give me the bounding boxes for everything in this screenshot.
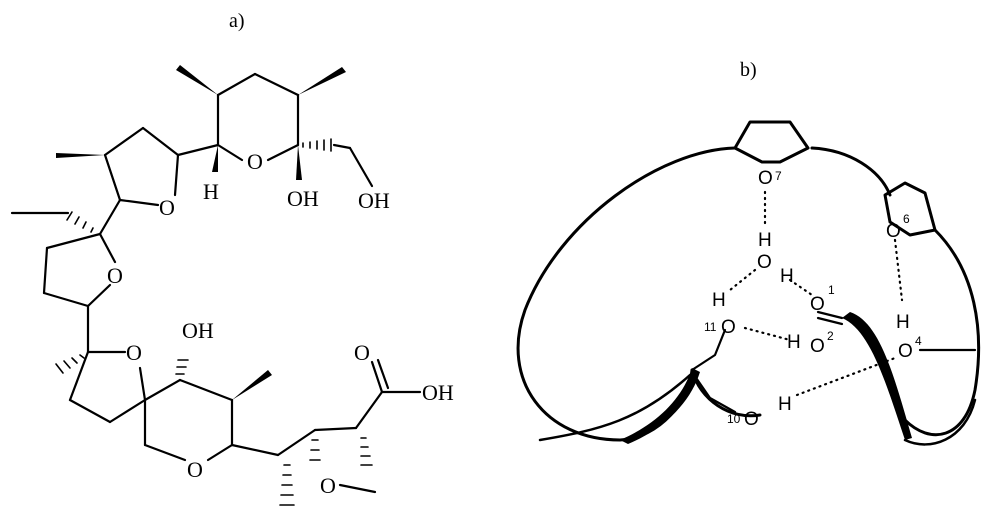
top-ring-oxygen: O bbox=[247, 149, 263, 174]
carboxyl-wedge bbox=[842, 312, 912, 440]
panel-b-label: b) bbox=[740, 59, 757, 81]
ring-hydroxyl: OH bbox=[287, 186, 319, 211]
o10-atom: O bbox=[744, 409, 759, 430]
water-right-hydrogen: H bbox=[780, 266, 794, 287]
left-wedge bbox=[620, 368, 700, 444]
thf-ring-2 bbox=[10, 211, 117, 308]
right-lower bbox=[903, 398, 977, 446]
o10-chain bbox=[690, 370, 737, 414]
top-pyran-ring bbox=[176, 65, 374, 188]
thf2-oxygen: O bbox=[107, 263, 123, 288]
ring-o7 bbox=[733, 120, 810, 164]
methoxy-oxygen: O bbox=[320, 473, 336, 498]
o6-atom: O bbox=[886, 221, 901, 242]
panel-b-atoms: O 7 O 6 H O H O 1 H 11 O H O 2 H O 4 10 … bbox=[704, 168, 922, 430]
o4-hydrogen: H bbox=[896, 312, 910, 333]
carbonyl-oxygen: O bbox=[354, 340, 370, 365]
panel-a: a) O bbox=[10, 10, 454, 506]
o10-index: 10 bbox=[727, 412, 741, 426]
hydrogen-bonds bbox=[728, 190, 904, 397]
o7-index: 7 bbox=[775, 169, 782, 183]
thf-ring-3 bbox=[55, 350, 147, 424]
o11-atom: O bbox=[721, 317, 736, 338]
ring-o6 bbox=[883, 181, 937, 237]
o11-hydrogen: H bbox=[712, 290, 726, 311]
stereo-hydrogen: H bbox=[203, 179, 219, 204]
thf1-oxygen: O bbox=[159, 195, 175, 220]
outer-envelope bbox=[516, 146, 981, 442]
thf3-oxygen: O bbox=[126, 340, 142, 365]
acid-hydroxyl: OH bbox=[422, 380, 454, 405]
upper-hydrogen: H bbox=[758, 230, 772, 251]
o11-chain bbox=[690, 328, 727, 372]
o6-index: 6 bbox=[903, 212, 910, 226]
o4-atom: O bbox=[898, 341, 913, 362]
o11-index: 11 bbox=[704, 320, 717, 334]
top-hydroxyl: OH bbox=[182, 318, 214, 343]
o4-index: 4 bbox=[915, 334, 922, 348]
panel-b: b) bbox=[516, 59, 981, 446]
bottom-pyran-ring bbox=[143, 359, 272, 462]
bottom-pyran-oxygen: O bbox=[187, 457, 203, 482]
thf-ring-1 bbox=[56, 126, 180, 207]
o2-atom: O bbox=[810, 336, 825, 357]
left-arm bbox=[538, 373, 692, 442]
o2-hydrogen: H bbox=[787, 332, 801, 353]
methylol-hydroxyl: OH bbox=[358, 188, 390, 213]
water-oxygen: O bbox=[757, 252, 772, 273]
o2-index: 2 bbox=[827, 329, 834, 343]
o1-index: 1 bbox=[828, 283, 835, 297]
panel-a-label: a) bbox=[229, 10, 245, 32]
side-chain bbox=[230, 358, 422, 506]
o7-atom: O bbox=[758, 168, 773, 189]
o1-atom: O bbox=[810, 294, 825, 315]
o10-hydrogen: H bbox=[778, 394, 792, 415]
